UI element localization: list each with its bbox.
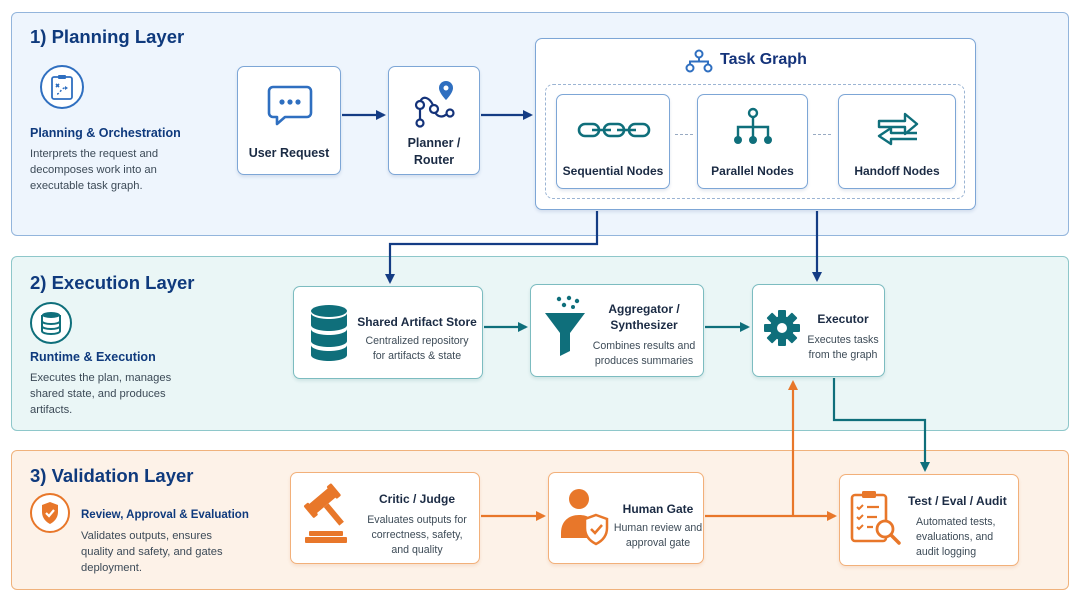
execution-layer-title: 2) Execution Layer	[30, 272, 195, 293]
shared-artifact-store-node[interactable]: Shared Artifact Store Centralized reposi…	[293, 286, 483, 379]
route-map-icon	[414, 79, 456, 132]
connector-dots	[813, 134, 831, 135]
executor-title: Executor	[817, 312, 869, 326]
aggregator-synthesizer-title: Aggregator /Synthesizer	[608, 302, 680, 332]
aggregator-synthesizer-node[interactable]: Aggregator /Synthesizer Combines results…	[530, 284, 704, 377]
person-shield-icon	[561, 487, 609, 550]
handoff-nodes-card[interactable]: Handoff Nodes	[838, 94, 956, 189]
checklist-magnifier-icon	[850, 489, 902, 552]
planning-layer-title: 1) Planning Layer	[30, 26, 185, 47]
human-gate-title: Human Gate	[622, 502, 694, 516]
arrow-taskgraph-to-store	[385, 211, 599, 284]
execution-layer-subtitle: Runtime & Execution	[30, 350, 156, 364]
chat-bubble-icon	[267, 85, 313, 130]
arrow-executor-to-test	[832, 378, 930, 472]
connector-dots	[675, 134, 693, 135]
test-eval-audit-node[interactable]: Test / Eval / Audit Automated tests,eval…	[839, 474, 1019, 566]
planner-router-label: Planner /Router	[407, 136, 461, 167]
clipboard-plan-icon	[40, 65, 84, 109]
hierarchy-icon	[685, 49, 713, 78]
tree-branch-icon	[732, 107, 774, 152]
validation-layer-subtitle: Review, Approval & Evaluation	[81, 509, 249, 521]
task-graph-title: Task Graph	[720, 51, 807, 68]
parallel-nodes-label: Parallel Nodes	[711, 164, 794, 178]
database-icon	[30, 302, 72, 344]
chain-link-icon	[577, 120, 651, 145]
sequential-nodes-card[interactable]: Sequential Nodes	[556, 94, 670, 189]
planner-router-node[interactable]: Planner /Router	[388, 66, 480, 175]
test-eval-audit-title: Test / Eval / Audit	[908, 494, 1007, 508]
validation-layer-title: 3) Validation Layer	[30, 465, 194, 486]
shield-check-icon	[30, 493, 70, 533]
swap-arrows-icon	[875, 111, 921, 150]
handoff-nodes-label: Handoff Nodes	[854, 164, 940, 178]
gear-icon	[763, 309, 801, 352]
critic-judge-title: Critic / Judge	[378, 492, 455, 506]
user-request-label: User Request	[248, 146, 330, 160]
gavel-icon	[303, 483, 353, 550]
user-request-node[interactable]: User Request	[237, 66, 341, 175]
sequential-nodes-label: Sequential Nodes	[562, 164, 664, 178]
database-stack-icon	[309, 304, 349, 367]
parallel-nodes-card[interactable]: Parallel Nodes	[697, 94, 808, 189]
planning-layer-subtitle: Planning & Orchestration	[30, 126, 181, 140]
task-graph-dashed-frame	[545, 84, 965, 199]
shared-artifact-store-title: Shared Artifact Store	[357, 315, 477, 329]
funnel-icon	[543, 295, 587, 362]
